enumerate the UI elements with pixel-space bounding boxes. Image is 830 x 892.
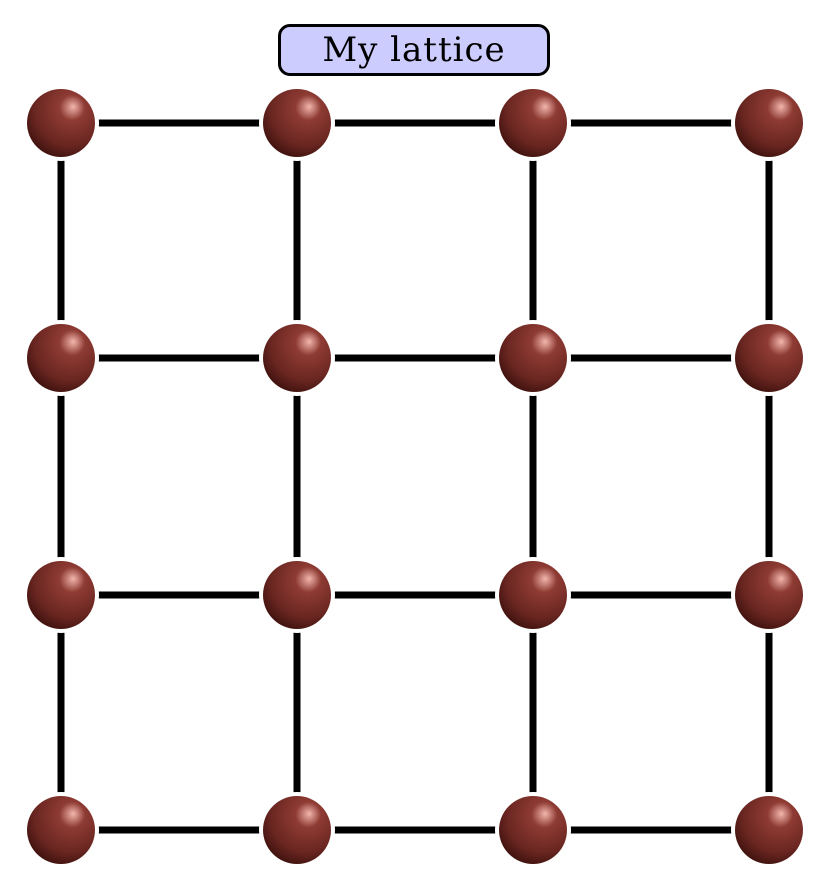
lattice-title-box: My lattice [278, 24, 550, 76]
lattice-node-ball [263, 796, 331, 864]
lattice-node-r3-c3 [731, 792, 807, 868]
lattice-node-ball [27, 324, 95, 392]
lattice-node-r2-c1 [259, 557, 335, 633]
lattice-nodes [23, 85, 807, 868]
lattice-title: My lattice [322, 30, 506, 70]
lattice-node-r1-c2 [495, 320, 571, 396]
lattice-node-r2-c2 [495, 557, 571, 633]
lattice-node-r0-c3 [731, 85, 807, 161]
lattice-node-ball [27, 561, 95, 629]
lattice-node-r3-c2 [495, 792, 571, 868]
lattice-node-r3-c1 [259, 792, 335, 868]
lattice-edges [57, 119, 773, 834]
lattice-node-ball [499, 561, 567, 629]
lattice-node-ball [499, 796, 567, 864]
lattice-node-r2-c0 [23, 557, 99, 633]
lattice-node-ball [735, 89, 803, 157]
lattice-node-r0-c2 [495, 85, 571, 161]
lattice-node-r1-c3 [731, 320, 807, 396]
lattice-node-r1-c0 [23, 320, 99, 396]
lattice-node-ball [27, 796, 95, 864]
lattice-node-r3-c0 [23, 792, 99, 868]
lattice-node-ball [263, 89, 331, 157]
lattice-node-ball [263, 561, 331, 629]
lattice-node-r1-c1 [259, 320, 335, 396]
lattice-node-ball [27, 89, 95, 157]
lattice-node-r2-c3 [731, 557, 807, 633]
lattice-node-ball [499, 89, 567, 157]
lattice-node-ball [263, 324, 331, 392]
lattice-node-ball [499, 324, 567, 392]
lattice-node-ball [735, 796, 803, 864]
lattice-node-r0-c0 [23, 85, 99, 161]
lattice-node-ball [735, 324, 803, 392]
lattice-node-ball [735, 561, 803, 629]
lattice-node-r0-c1 [259, 85, 335, 161]
